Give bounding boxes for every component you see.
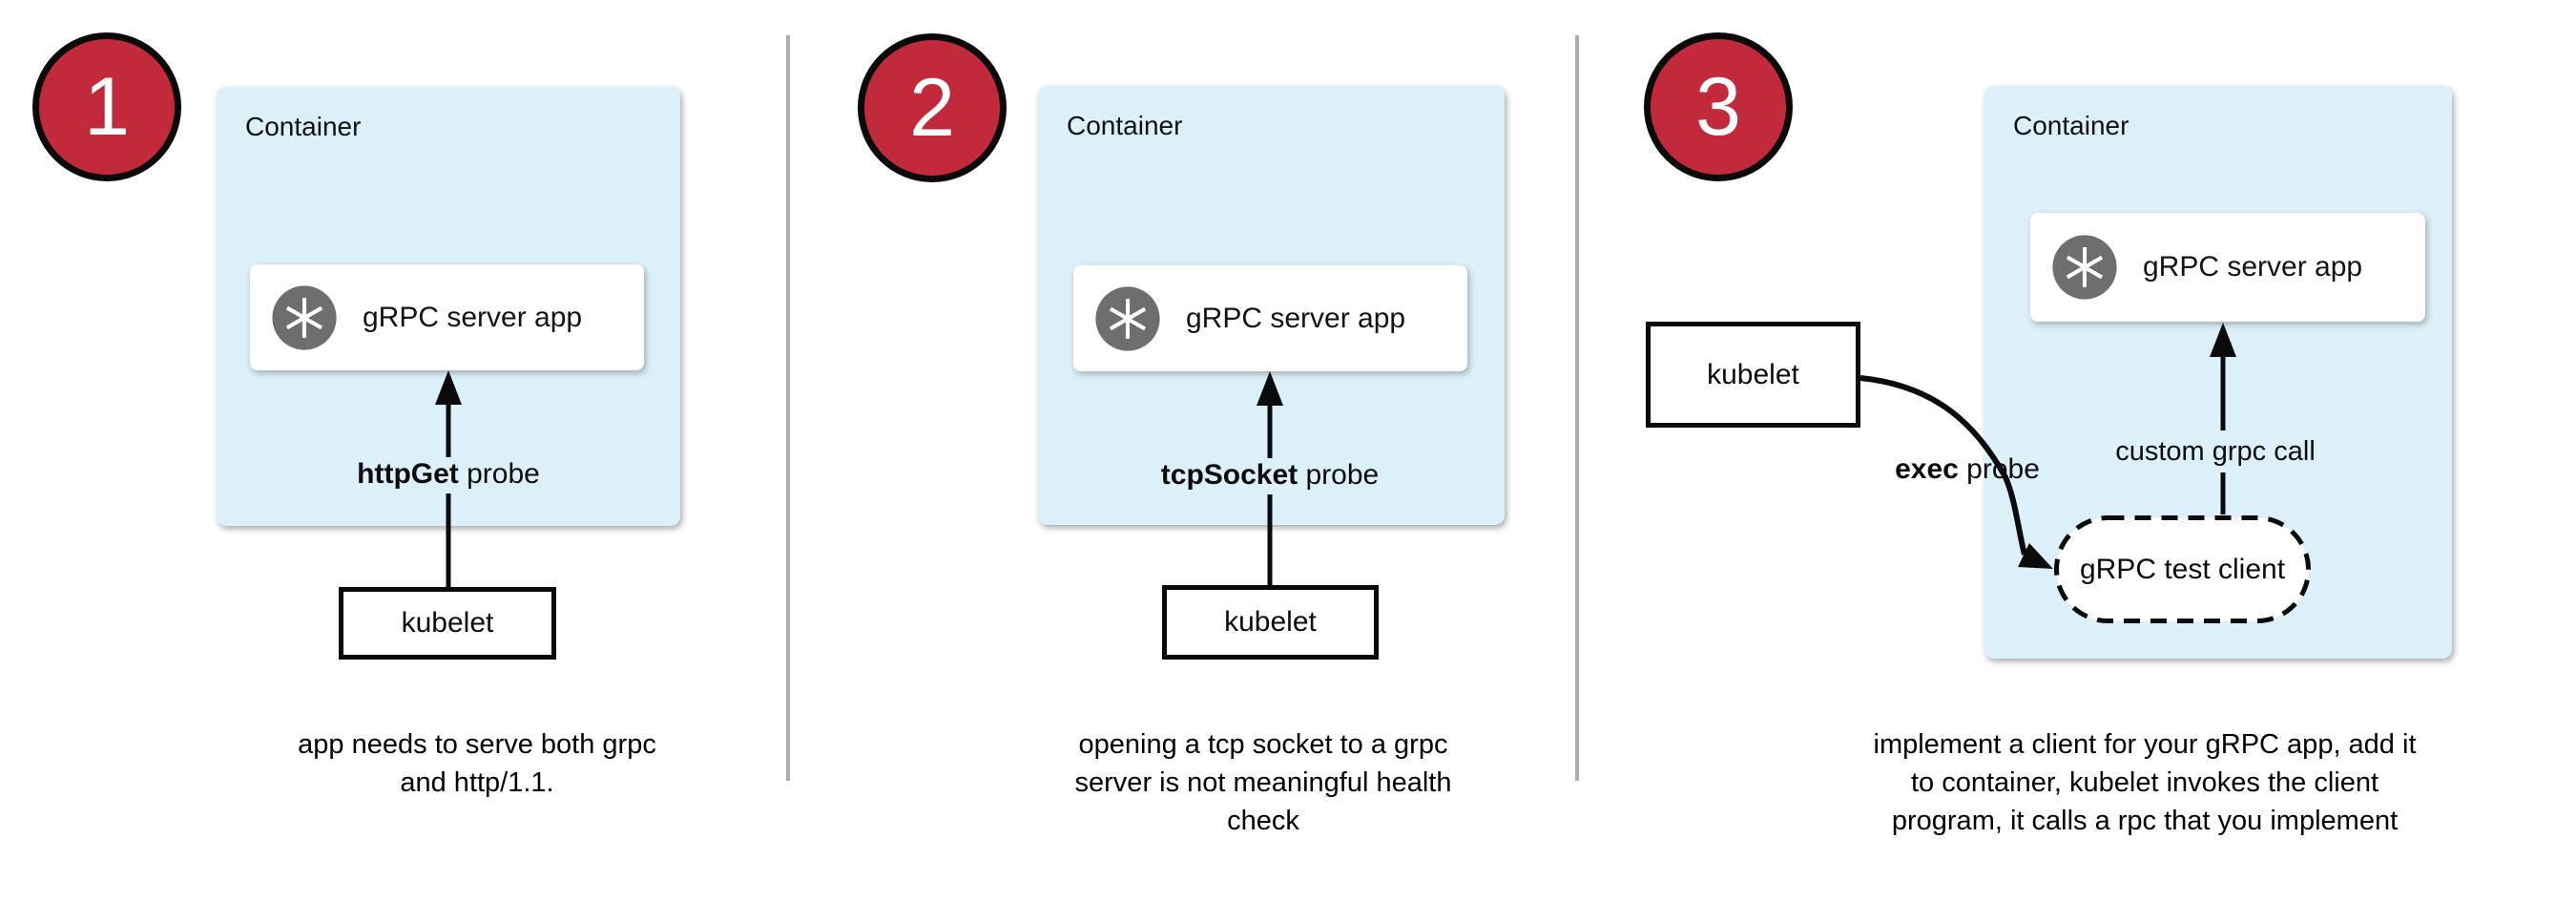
probe-keyword-1: httpGet [357,458,459,490]
step-badge-2-number: 2 [909,62,955,154]
grpc-test-client-label: gRPC test client [2054,515,2311,623]
kubelet-box-3: kubelet [1646,322,1860,428]
panel-divider-1 [786,35,790,781]
probe-rest-2: probe [1298,459,1380,491]
grpc-server-app-box-3: gRPC server app [2030,213,2425,322]
panel-divider-2 [1575,35,1579,781]
caption-line: app needs to serve both grpc [298,729,656,760]
grpc-test-client-text: gRPC test client [2079,553,2286,585]
grpc-server-app-label-1: gRPC server app [363,301,583,333]
kubelet-box-1: kubelet [339,587,556,660]
aperture-icon [1095,285,1160,351]
probe-label-2: tcpSocket probe [1161,459,1379,492]
container-label-1: Container [245,112,362,141]
step-badge-2: 2 [858,33,1007,182]
caption-line: check [1227,806,1299,836]
kubelet-label-3: kubelet [1707,358,1799,390]
grpc-test-client-pill [2054,515,2311,623]
aperture-icon [2052,235,2117,300]
custom-grpc-call-arrowhead [2210,323,2236,357]
probe-rest-3: probe [1958,453,2040,485]
exec-probe-arrow [1859,375,2027,556]
grpc-server-app-label-3: gRPC server app [2143,251,2363,283]
probe-rest-1: probe [458,458,540,490]
probe-keyword-2: tcpSocket [1160,459,1298,491]
panel-caption-1: app needs to serve both grpc and http/1.… [298,725,656,802]
container-label-3: Container [2013,111,2129,140]
probe-label-3: exec probe [1895,453,2040,486]
step-badge-3-number: 3 [1695,61,1741,153]
grpc-server-app-box-2: gRPC server app [1073,265,1467,371]
kubelet-box-2: kubelet [1162,585,1379,660]
caption-line: and http/1.1. [400,767,554,798]
probe-arrowhead-2 [1257,371,1283,406]
exec-probe-arrowhead [2018,543,2053,569]
probe-keyword-3: exec [1895,453,1959,485]
step-badge-1: 1 [32,32,181,181]
kubelet-label-2: kubelet [1224,606,1317,638]
caption-line: opening a tcp socket to a grpc [1078,729,1448,760]
step-badge-1-number: 1 [84,61,130,153]
grpc-server-app-box-1: gRPC server app [250,264,644,370]
caption-line: to container, kubelet invokes the client [1910,767,2379,798]
aperture-icon [272,284,337,350]
custom-grpc-call-label: custom grpc call [2115,436,2316,467]
kubelet-label-1: kubelet [401,607,494,639]
caption-line: program, it calls a rpc that you impleme… [1891,806,2399,836]
panel-caption-3: implement a client for your gRPC app, ad… [1874,725,2417,840]
probe-arrowhead-1 [435,370,462,405]
panel-caption-2: opening a tcp socket to a grpc server is… [1075,725,1452,840]
caption-line: server is not meaningful health [1074,767,1452,798]
step-badge-3: 3 [1644,32,1793,181]
container-label-2: Container [1067,111,1183,140]
caption-line: implement a client for your gRPC app, ad… [1873,729,2417,760]
probe-label-1: httpGet probe [357,458,540,491]
grpc-server-app-label-2: gRPC server app [1186,302,1406,334]
